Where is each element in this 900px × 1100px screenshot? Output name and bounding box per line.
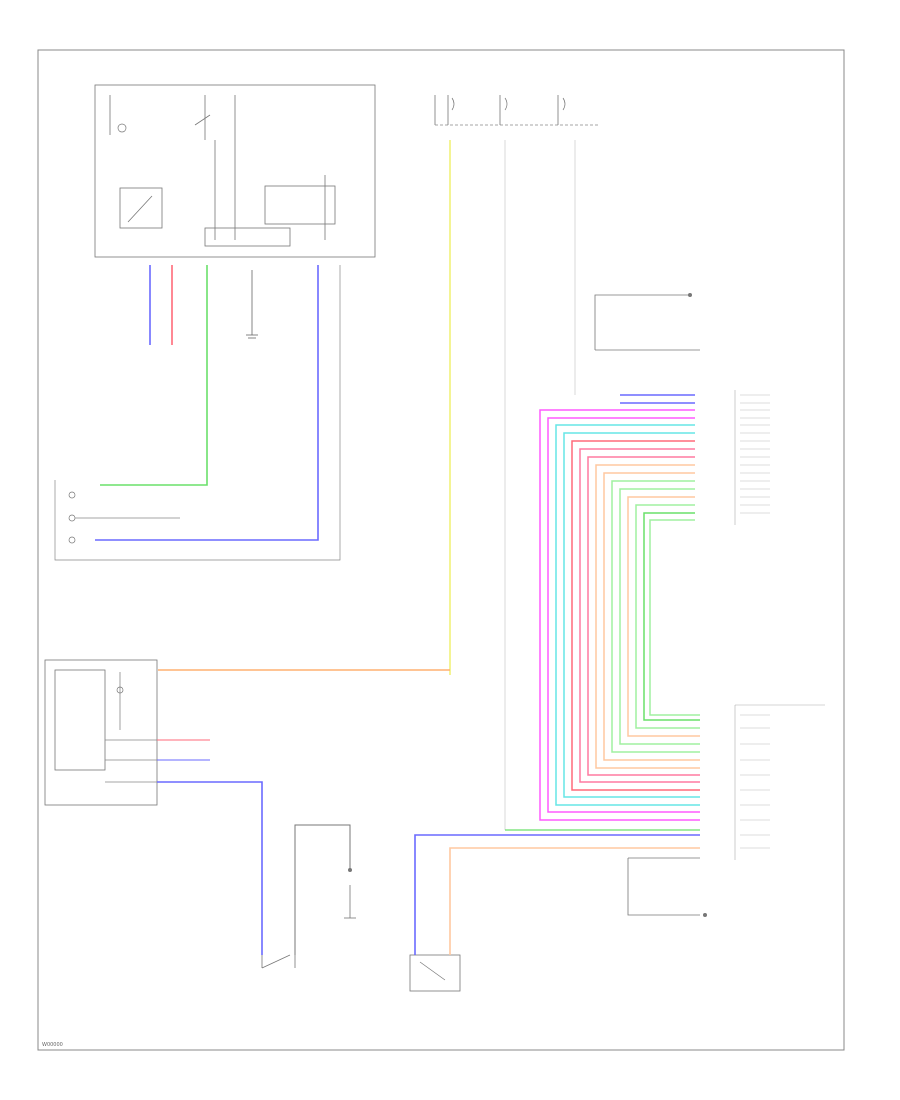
- fuse-block: [434, 95, 600, 126]
- front-combination-switch: [54, 265, 341, 561]
- front-camera-module: [409, 954, 461, 992]
- ipdm-module: [94, 84, 376, 258]
- harness-bundle: [539, 394, 700, 821]
- stop-lamp-switch: [261, 824, 356, 969]
- lower-right-ground: [627, 857, 707, 917]
- diagram-frame: [37, 49, 845, 1051]
- wire-peach-camera: [449, 847, 700, 955]
- combination-meter: [44, 659, 158, 806]
- bcm-ground-block: [594, 293, 700, 351]
- bcm-connector: [734, 390, 825, 860]
- wire-blue-camera: [414, 834, 700, 955]
- wire-blue-meter-down: [157, 781, 263, 955]
- diagram-code: W00000: [42, 1042, 63, 1048]
- wire-blue-combo: [95, 265, 319, 541]
- wire-green-combo: [100, 265, 208, 486]
